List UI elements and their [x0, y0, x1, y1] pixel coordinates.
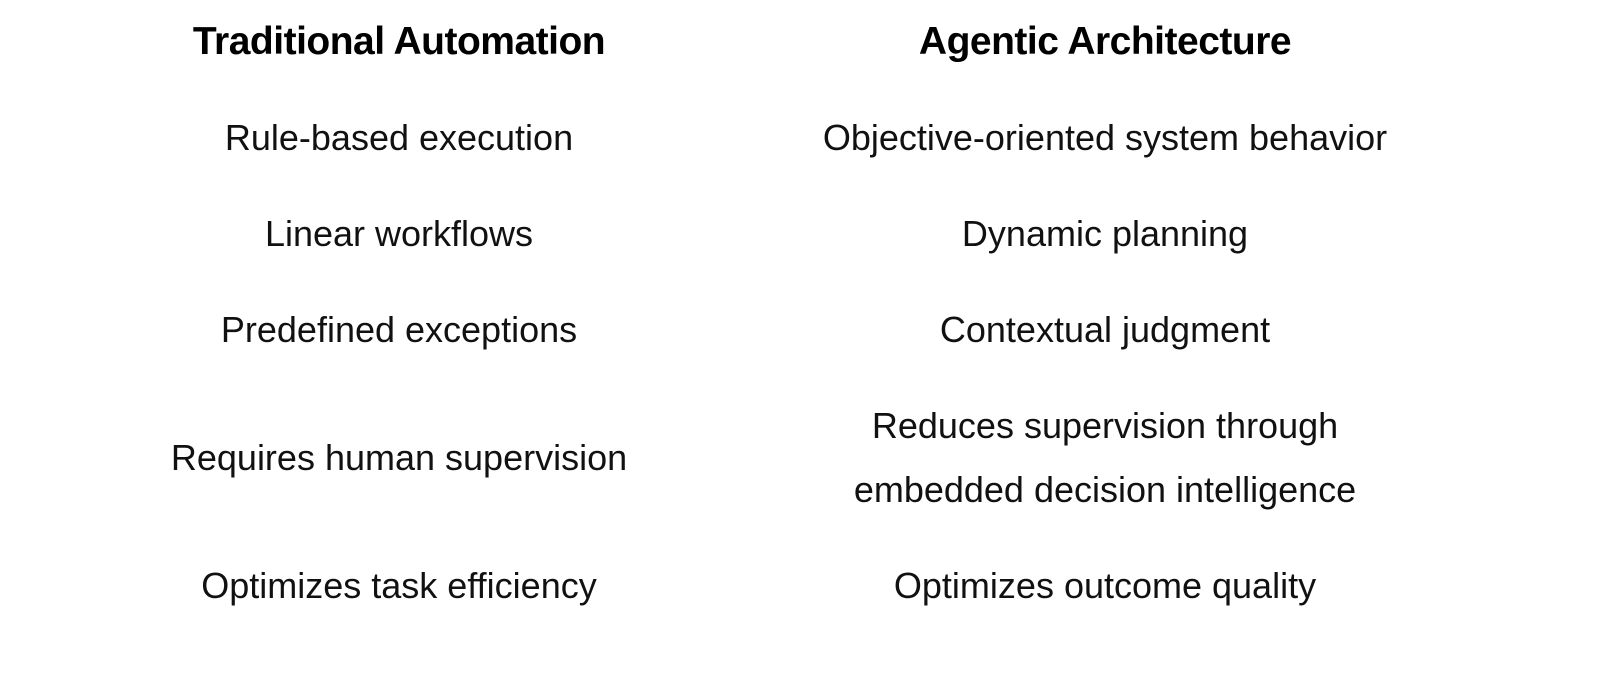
traditional-cell-predefined-exceptions: Predefined exceptions: [220, 309, 578, 350]
agentic-cell-contextual-judgment: Contextual judgment: [939, 309, 1271, 350]
table-row: Rule-based execution Objective-oriented …: [46, 106, 1608, 170]
traditional-cell-linear-workflows: Linear workflows: [264, 213, 534, 254]
traditional-cell-optimizes-task-efficiency: Optimizes task efficiency: [201, 565, 597, 606]
table-row: Predefined exceptions Contextual judgmen…: [46, 298, 1608, 362]
agentic-cell-optimizes-outcome-quality: Optimizes outcome quality: [893, 565, 1317, 606]
column-header-traditional-automation: Traditional Automation: [192, 20, 606, 63]
traditional-cell-requires-human-supervision: Requires human supervision: [170, 437, 628, 478]
comparison-table: Traditional Automation Agentic Architect…: [46, 10, 1608, 618]
traditional-cell-rule-based-execution: Rule-based execution: [224, 117, 574, 158]
agentic-cell-dynamic-planning: Dynamic planning: [961, 213, 1249, 254]
table-row: Optimizes task efficiency Optimizes outc…: [46, 554, 1608, 618]
column-header-agentic-architecture: Agentic Architecture: [918, 20, 1292, 63]
agentic-cell-reduces-supervision: Reduces supervision through embedded dec…: [853, 405, 1357, 510]
table-row: Linear workflows Dynamic planning: [46, 202, 1608, 266]
table-row: Requires human supervision Reduces super…: [46, 394, 1608, 522]
agentic-cell-objective-oriented: Objective-oriented system behavior: [822, 117, 1388, 158]
table-header-row: Traditional Automation Agentic Architect…: [46, 10, 1608, 74]
